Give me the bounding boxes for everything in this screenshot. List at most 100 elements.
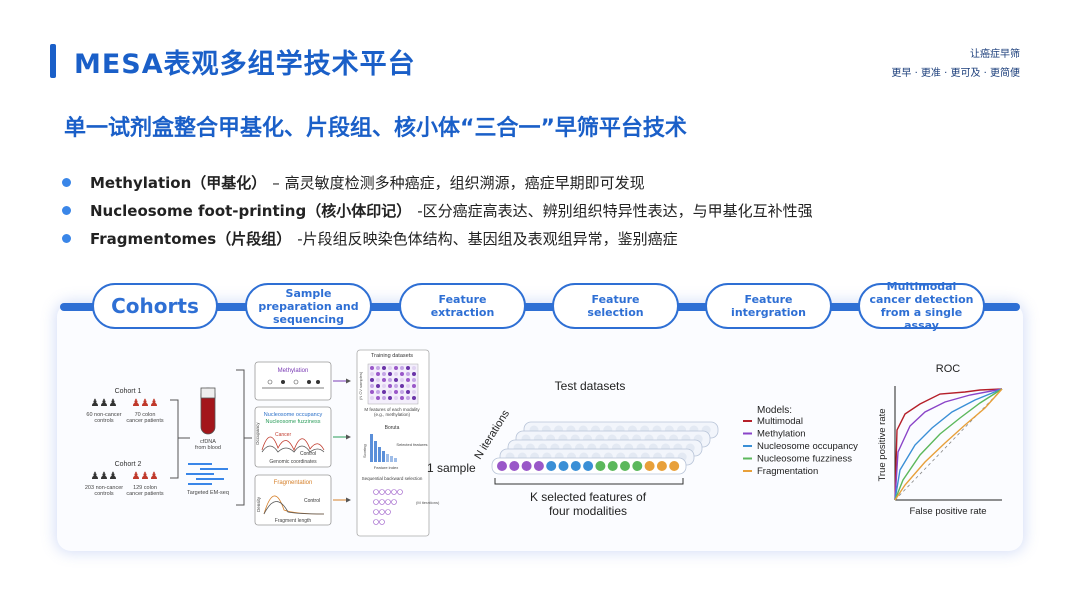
subtitle: 单一试剂盒整合甲基化、片段组、核小体“三合一”早筛平台技术 [64,116,687,141]
nucleosome-occ-label: Nucleosome occupancy [264,412,323,418]
sequencing-reads-icon [186,463,228,485]
nucleosome-fuzz-label: Nucleosome fuzziness [265,419,320,425]
k-features-bracket [494,478,684,485]
training-label: Training datasets [371,353,413,359]
cohort-2-patients-2: cancer patients [126,491,164,497]
feature-dot [632,461,643,471]
bullet-head: Methylation（甲基化） [90,173,267,192]
person-icons-controls: ♟♟♟ [91,398,118,409]
roc-diagonal [894,388,1003,501]
training-dot [382,366,386,370]
extraction-bracket [236,369,252,506]
slogan-line-1: 让癌症早筛 [970,49,1020,60]
cohort-2-title: Cohort 2 [115,461,142,468]
scoring-label: Scoring [362,444,367,458]
cohort-1: Cohort 1 ♟♟♟ ♟♟♟ 60 non-cancer controls … [86,388,163,424]
density-label: Density [256,496,261,512]
feature-dot [558,461,569,471]
page-title: MESA表观多组学技术平台 [74,49,416,80]
step-sample-prep: Sample preparation and sequencing [245,283,372,329]
one-sample-label: 1 sample [427,461,476,475]
feature-selection-panel: Training datasets (N CV samples) M featu… [356,349,440,537]
roc-title: ROC [936,363,961,375]
bullet-text: – 高灵敏度检测多种癌症，组织溯源，癌症早期即可发现 [272,173,645,192]
training-dot [382,396,386,400]
training-dot [400,396,404,400]
cfdna-label: cfDNA [200,439,216,445]
training-dot [406,390,410,394]
blood-tube-icon [200,387,216,435]
training-dot [412,384,416,388]
training-dot [370,396,374,400]
training-dot [394,384,398,388]
roc-ylabel: True positive rate [877,408,888,481]
training-dot [388,378,392,382]
fragment-length-label: Fragment length [275,518,312,524]
genomic-coordinates-label: Genomic coordinates [269,459,317,465]
cohort-1-controls: 60 non-cancer [86,412,121,418]
training-dot [400,372,404,376]
bullet-methylation: Methylation（甲基化） – 高灵敏度检测多种癌症，组织溯源，癌症早期即… [62,168,813,196]
training-dot [376,378,380,382]
occupancy-label: Occupancy [255,422,260,445]
roc-curve [894,388,1003,501]
legend-item: Nucleosome occupancy [757,441,858,452]
workflow-band [60,303,1020,311]
training-dot [400,390,404,394]
training-dot [412,396,416,400]
training-dot [382,372,386,376]
step-feature-integration: Feature intergration [705,283,832,329]
iterations-label: (M iterations) [416,500,440,505]
cohort-2-controls: 203 non-cancer [85,485,123,491]
roc-curve [894,388,1003,501]
fragmentation-box: Fragmentation Control Fragment length De… [254,474,332,526]
legend-item: Nucleosome fuzziness [757,454,852,465]
nfeat-label: M features of each modality [364,407,420,412]
test-datasets-label: Test datasets [555,379,626,393]
control-label: Control [300,451,316,457]
test-dataset-stack [491,421,719,475]
methylation-box: Methylation [254,361,332,401]
feature-dot [583,461,594,471]
feature-dot [509,461,520,471]
step-feature-selection: Feature selection [552,283,679,329]
training-dot [406,384,410,388]
person-icons-patients: ♟♟♟ [132,398,159,409]
legend-item: Multimodal [757,416,803,427]
roc-xlabel: False positive rate [909,506,986,517]
cohort-1-controls-2: controls [94,418,114,424]
cohort-1-patients-2: cancer patients [126,418,164,424]
legend-item: Fragmentation [757,466,818,477]
training-dot [388,366,392,370]
control-label-2: Control [304,498,320,504]
training-dot [388,390,392,394]
feature-dot [595,461,606,471]
legend-item: Methylation [757,429,806,440]
feature-dot [533,461,544,471]
bullet-dot-icon [62,177,71,187]
fragmentation-label: Fragmentation [274,480,313,486]
training-dot [382,384,386,388]
training-dot [370,390,374,394]
training-dot [382,390,386,394]
cohort-2: Cohort 2 ♟♟♟ ♟♟♟ 203 non-cancer controls… [85,461,164,497]
feature-dot [546,461,557,471]
roc-curve [894,388,1003,501]
training-dot [394,372,398,376]
bullet-list: Methylation（甲基化） – 高灵敏度检测多种癌症，组织溯源，癌症早期即… [62,168,813,252]
training-dot [394,396,398,400]
roc-chart [894,386,1003,501]
training-dot [412,372,416,376]
training-dot [394,366,398,370]
training-dot [394,390,398,394]
feature-dot [521,461,532,471]
training-dot [370,366,374,370]
cohort-2-controls-2: controls [94,491,114,497]
training-dot [388,384,392,388]
k-selected-label-2: four modalities [549,504,627,518]
training-dot [370,372,374,376]
training-dot [406,366,410,370]
feature-dot [570,461,581,471]
